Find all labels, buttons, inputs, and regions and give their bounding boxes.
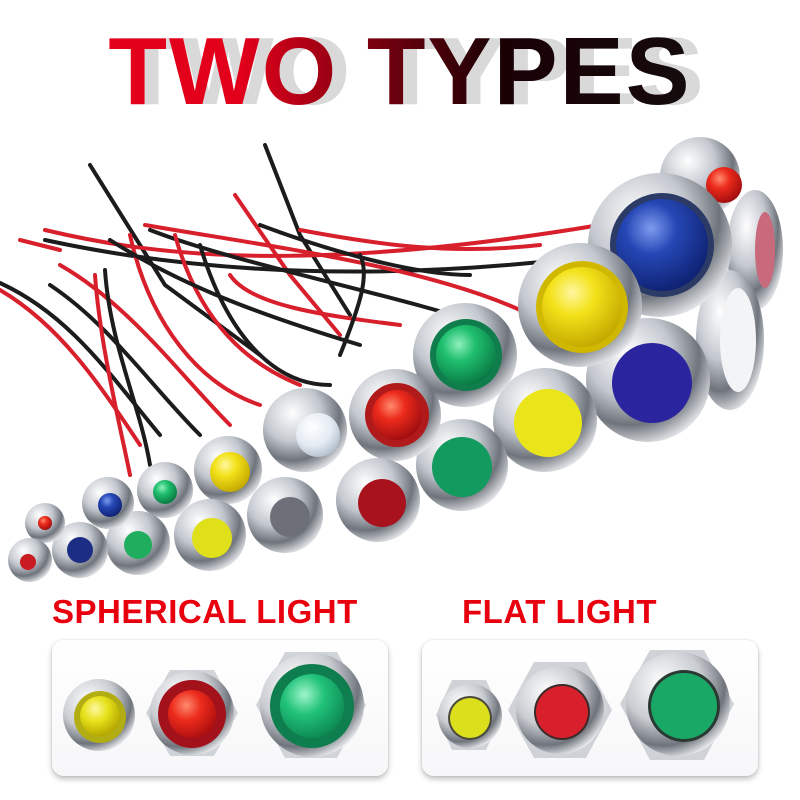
flat-green-sample — [620, 650, 734, 760]
flat-light-label: FLAT LIGHT — [462, 593, 658, 630]
headline: TWO TYPES TWO TYPES — [0, 22, 800, 122]
spherical-light-panel — [52, 640, 388, 776]
spherical-green-sample — [256, 652, 366, 758]
wires — [0, 143, 602, 477]
spherical-yellow-sample — [63, 679, 135, 751]
product-hero-image — [0, 125, 800, 585]
flat-red-sample — [508, 662, 612, 758]
spherical-red-sample — [146, 670, 238, 756]
headline-text: TWO TYPES — [0, 22, 800, 122]
flat-yellow-sample — [436, 680, 502, 750]
headline-shadow: TWO TYPES — [14, 22, 800, 122]
lights-cluster — [8, 137, 783, 582]
spherical-light-label: SPHERICAL LIGHT — [52, 593, 358, 630]
flat-light-panel — [422, 640, 758, 776]
